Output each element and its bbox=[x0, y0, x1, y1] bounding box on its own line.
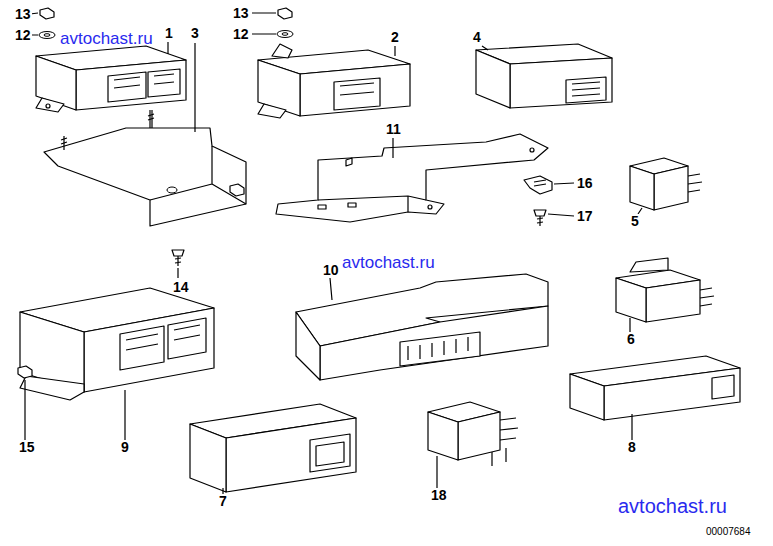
callout-number: 5 bbox=[630, 214, 640, 228]
callout-number: 14 bbox=[172, 280, 190, 294]
callout-number: 6 bbox=[626, 332, 636, 346]
callout-number: 1 bbox=[164, 26, 174, 40]
callout-number: 9 bbox=[120, 440, 130, 454]
callout-number: 17 bbox=[576, 209, 594, 223]
callout-number: 12 bbox=[232, 27, 250, 41]
callout-number: 16 bbox=[576, 176, 594, 190]
watermark: avtochast.ru bbox=[342, 254, 435, 271]
watermark: avtochast.ru bbox=[60, 30, 153, 47]
callout-number: 7 bbox=[218, 494, 228, 508]
callout-number: 18 bbox=[430, 488, 448, 502]
callout-number: 13 bbox=[14, 7, 32, 21]
callout-number: 3 bbox=[190, 26, 200, 40]
watermark: avtochast.ru bbox=[618, 496, 727, 516]
drawing-number: 00007684 bbox=[706, 527, 751, 537]
callout-number: 2 bbox=[390, 30, 400, 44]
callout-number: 10 bbox=[322, 263, 340, 277]
callout-number: 8 bbox=[627, 440, 637, 454]
callout-number: 15 bbox=[18, 440, 36, 454]
callout-number: 4 bbox=[472, 30, 482, 44]
callout-number: 12 bbox=[14, 28, 32, 42]
callout-number: 13 bbox=[232, 6, 250, 20]
callout-number: 11 bbox=[385, 122, 402, 136]
